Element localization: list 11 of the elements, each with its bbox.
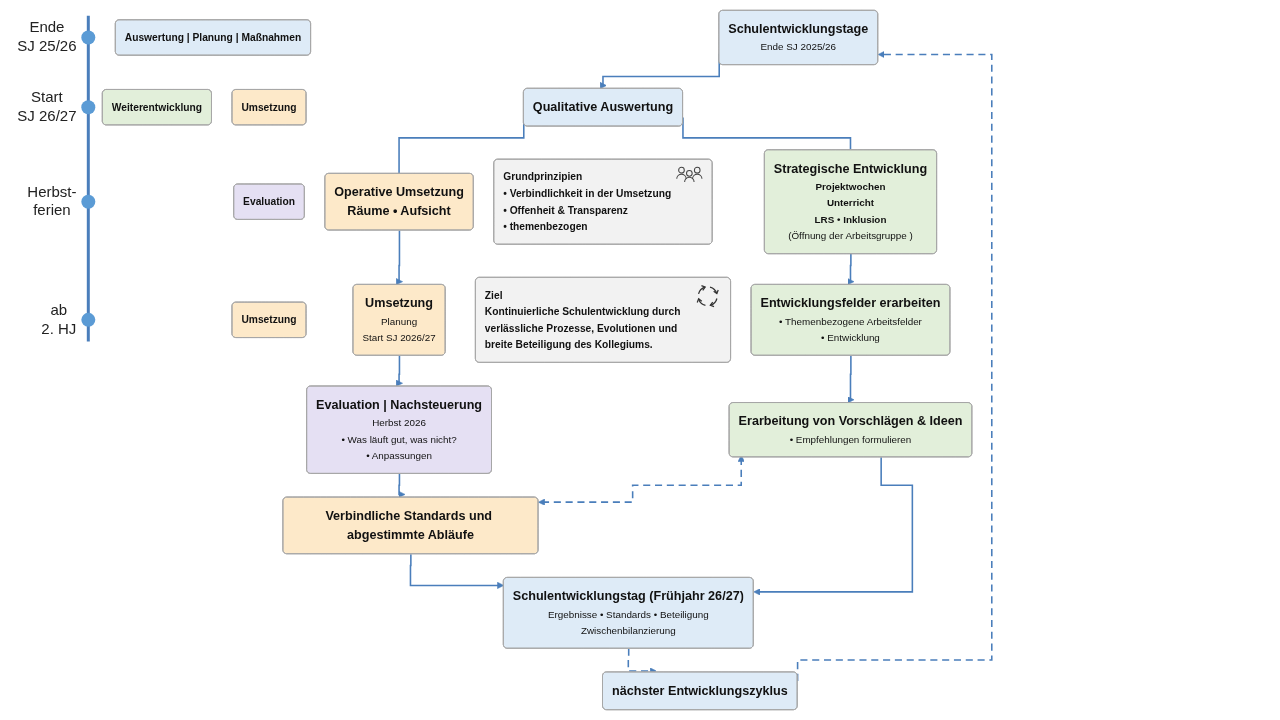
arrow: [847, 253, 855, 286]
arrow: [395, 229, 403, 286]
arrow: [409, 553, 505, 589]
arrow: [753, 456, 914, 596]
arrow: [398, 473, 406, 498]
timeline-label: ab 2. HJ: [41, 300, 77, 339]
timeline-label: Herbst- ferien: [27, 182, 77, 221]
arrow: [847, 354, 855, 404]
timeline-label: Ende SJ 25/26: [17, 18, 77, 56]
timeline-label: Start SJ 26/27: [17, 88, 77, 126]
arrow: [395, 354, 403, 387]
